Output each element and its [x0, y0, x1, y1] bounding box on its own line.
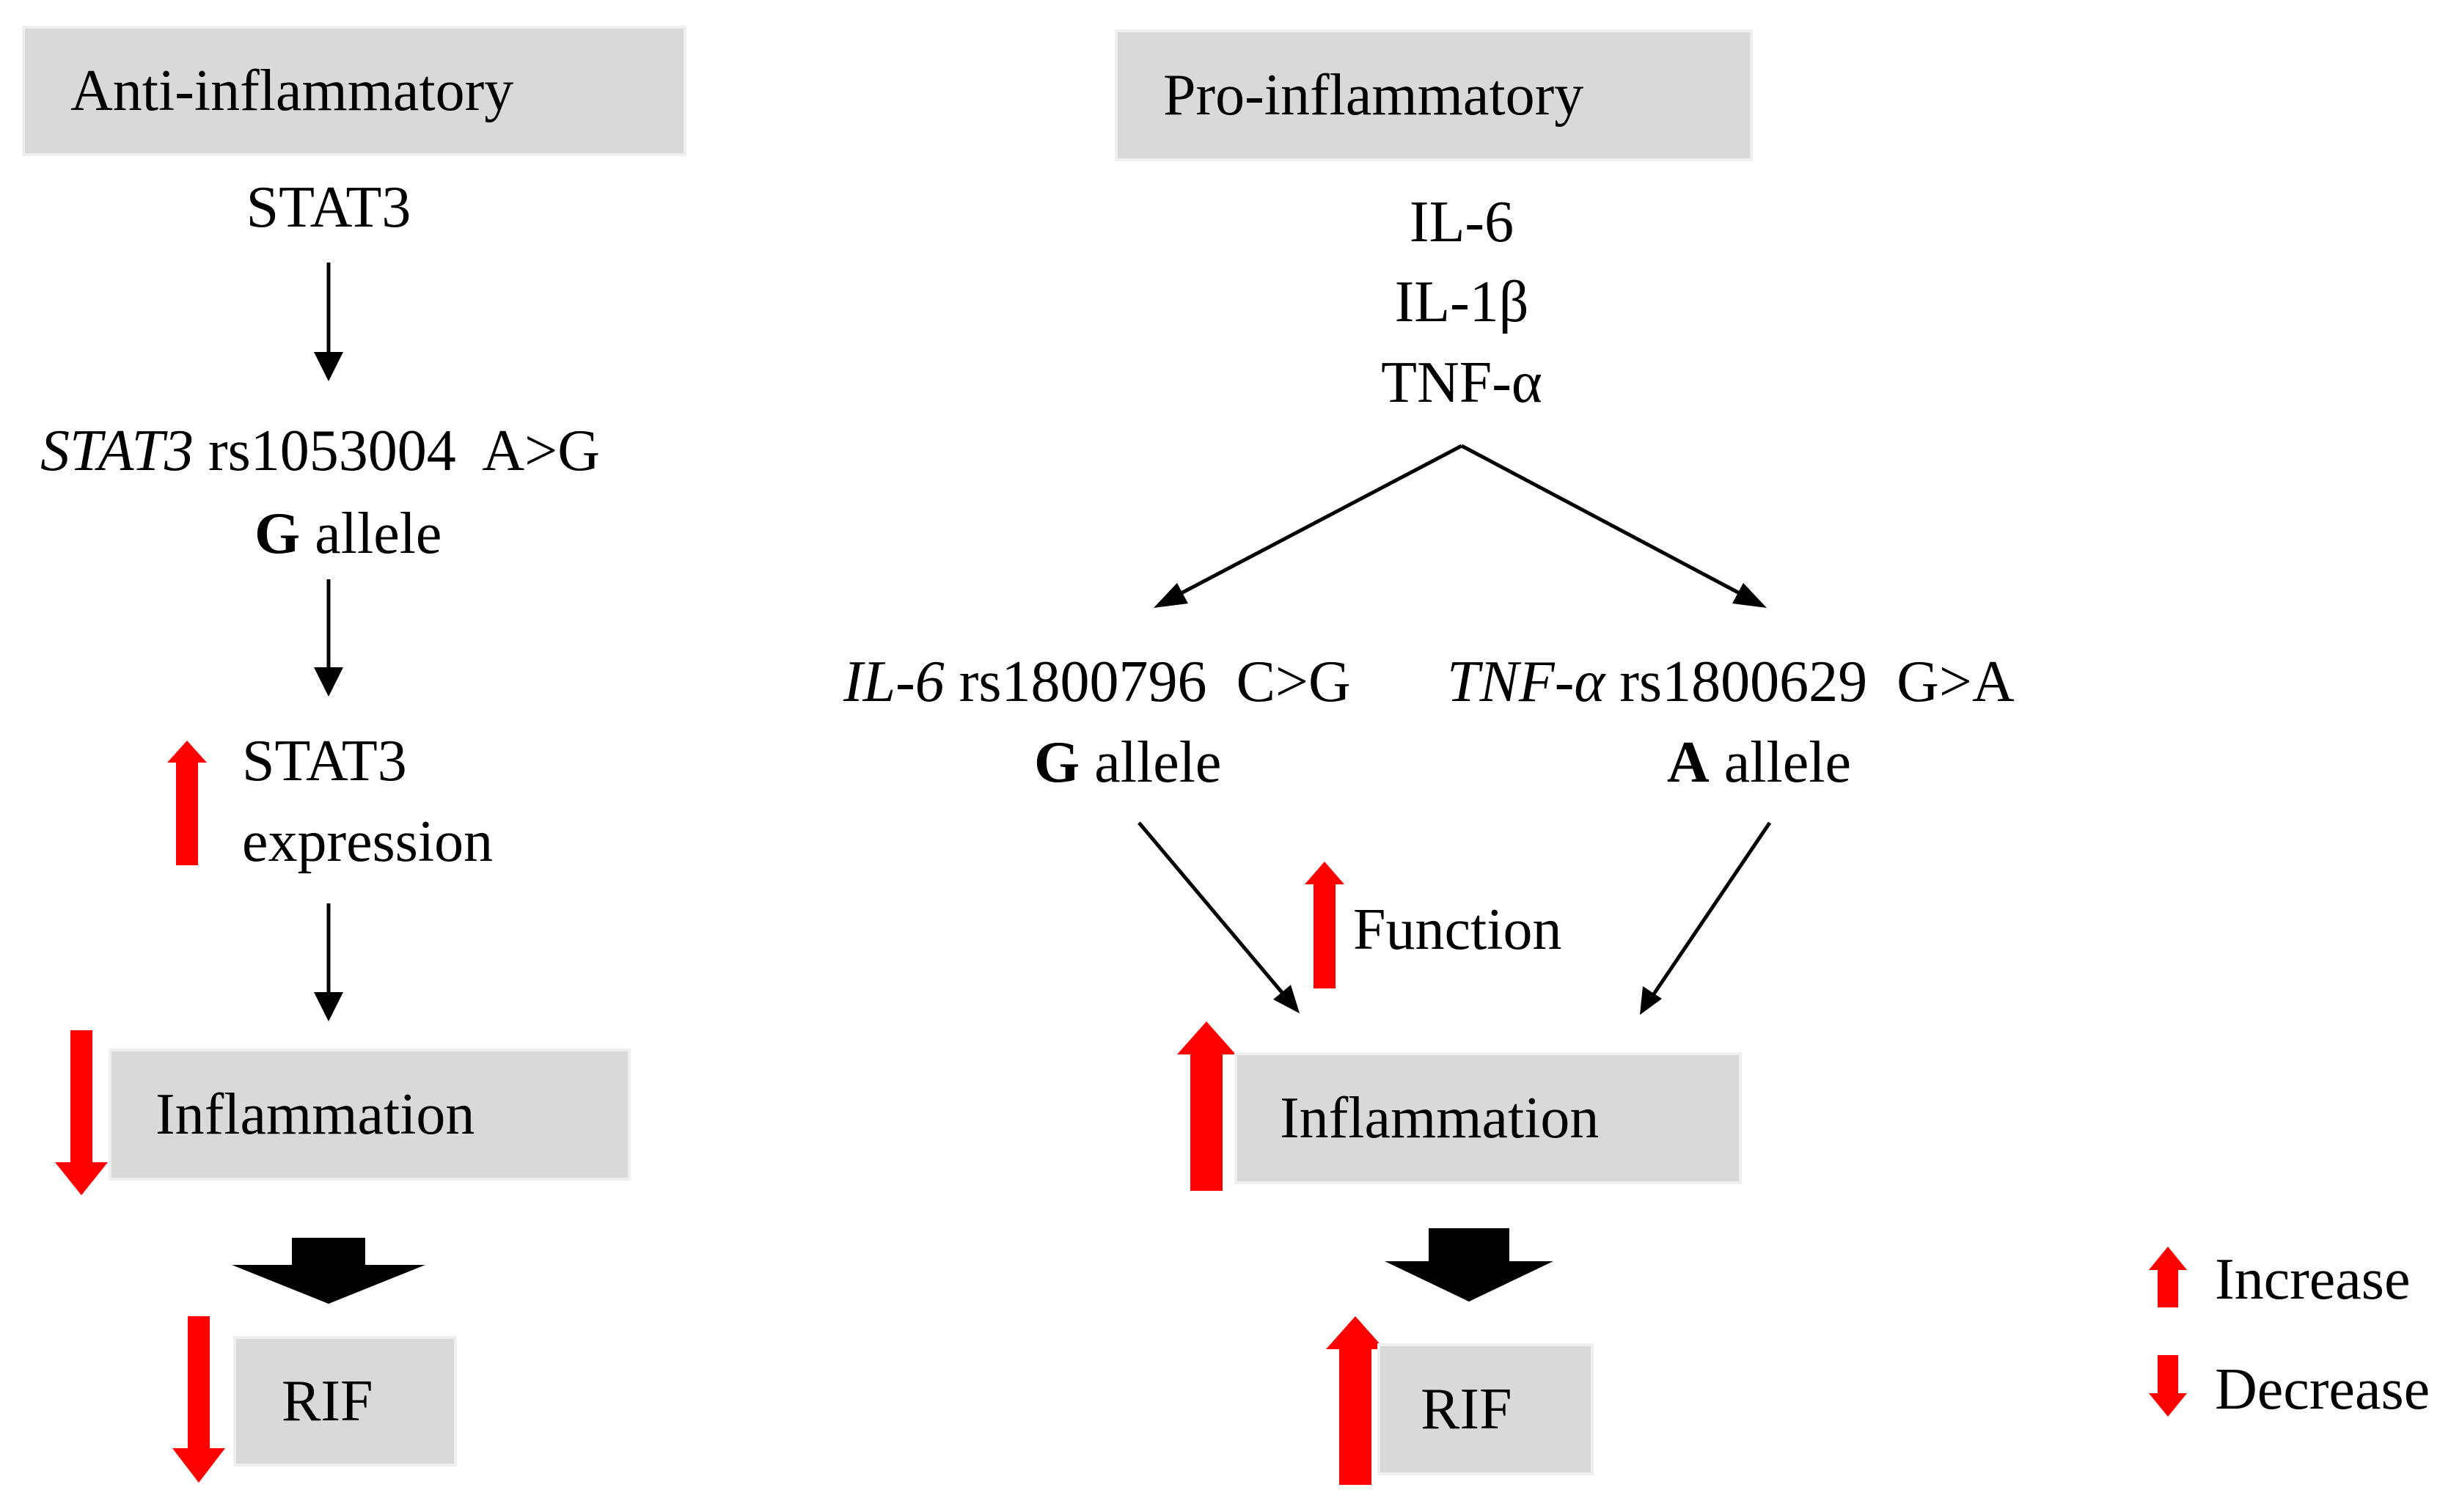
- tnf-allele-change: G>A: [1897, 650, 2015, 714]
- il6-allele-word: allele: [1094, 730, 1222, 795]
- anti-inflammatory-header: Anti-inflammatory: [22, 26, 686, 156]
- block-arrow-right: [1385, 1228, 1553, 1302]
- stat3-expression-line2: expression: [242, 810, 494, 874]
- stat3-allele-letter: G: [254, 502, 301, 566]
- arrow-cytokines-to-il6-snp: [1154, 444, 1463, 608]
- red-up-arrow-inflammation: [1177, 1021, 1236, 1191]
- stat3-expression-line1: STAT3: [242, 729, 407, 793]
- stat3-allele-change: A>G: [482, 419, 600, 483]
- legend-increase-icon: [2149, 1247, 2187, 1307]
- right-inflammation-box: Inflammation: [1234, 1052, 1742, 1184]
- arrow-il6-to-inflammation: [1137, 821, 1300, 1013]
- il6-allele-change: C>G: [1236, 650, 1351, 714]
- stat3-allele-label: G allele: [254, 504, 442, 563]
- arrow-stat3-to-snp: [314, 263, 343, 381]
- legend-increase-label: Increase: [2215, 1247, 2411, 1312]
- il6-snp-label: IL-6 rs1800796 C>G: [843, 653, 1351, 711]
- left-rif-box: RIF: [233, 1336, 457, 1467]
- cytokine-il6: IL-6: [1409, 190, 1514, 254]
- left-inflammation-box: Inflammation: [109, 1049, 631, 1181]
- red-up-arrow-function: [1305, 862, 1344, 988]
- il6-allele-label: G allele: [1034, 733, 1221, 792]
- red-down-arrow-rif: [172, 1316, 225, 1483]
- red-up-arrow-rif: [1326, 1316, 1385, 1485]
- legend-decrease-icon: [2149, 1355, 2187, 1417]
- tnf-allele-letter: A: [1667, 730, 1710, 795]
- stat3-gene-italic: STAT3: [40, 419, 194, 483]
- stat3-snp-label: STAT3 rs1053004 A>G: [40, 422, 600, 480]
- red-up-arrow-expression: [167, 741, 207, 865]
- il6-gene-italic: IL-6: [843, 650, 945, 714]
- tnf-allele-word: allele: [1723, 730, 1851, 795]
- function-label: Function: [1353, 898, 1562, 962]
- il6-allele-letter: G: [1034, 730, 1080, 795]
- left-gene-label: STAT3: [246, 175, 411, 240]
- legend-decrease-label: Decrease: [2215, 1357, 2430, 1422]
- arrow-cytokines-to-tnf-snp: [1460, 444, 1767, 608]
- stat3-rs-id: rs1053004: [208, 419, 456, 483]
- il6-rs-id: rs1800796: [959, 650, 1207, 714]
- block-arrow-left: [232, 1238, 425, 1304]
- tnf-rs-id: rs1800629: [1619, 650, 1868, 714]
- arrow-expression-to-inflammation: [314, 903, 343, 1021]
- pro-inflammatory-header: Pro-inflammatory: [1115, 29, 1753, 161]
- stat3-allele-word: allele: [315, 502, 442, 566]
- cytokine-tnfa: TNF-α: [1381, 351, 1542, 415]
- arrow-allele-to-expression: [314, 579, 343, 697]
- tnf-allele-label: A allele: [1667, 733, 1851, 792]
- tnf-gene-italic: TNF-α: [1447, 650, 1605, 714]
- cytokine-il1b: IL-1β: [1394, 270, 1529, 334]
- right-rif-box: RIF: [1377, 1343, 1594, 1475]
- red-down-arrow-inflammation: [55, 1030, 108, 1195]
- tnf-snp-label: TNF-α rs1800629 G>A: [1447, 653, 2015, 711]
- arrow-tnf-to-inflammation: [1640, 821, 1772, 1015]
